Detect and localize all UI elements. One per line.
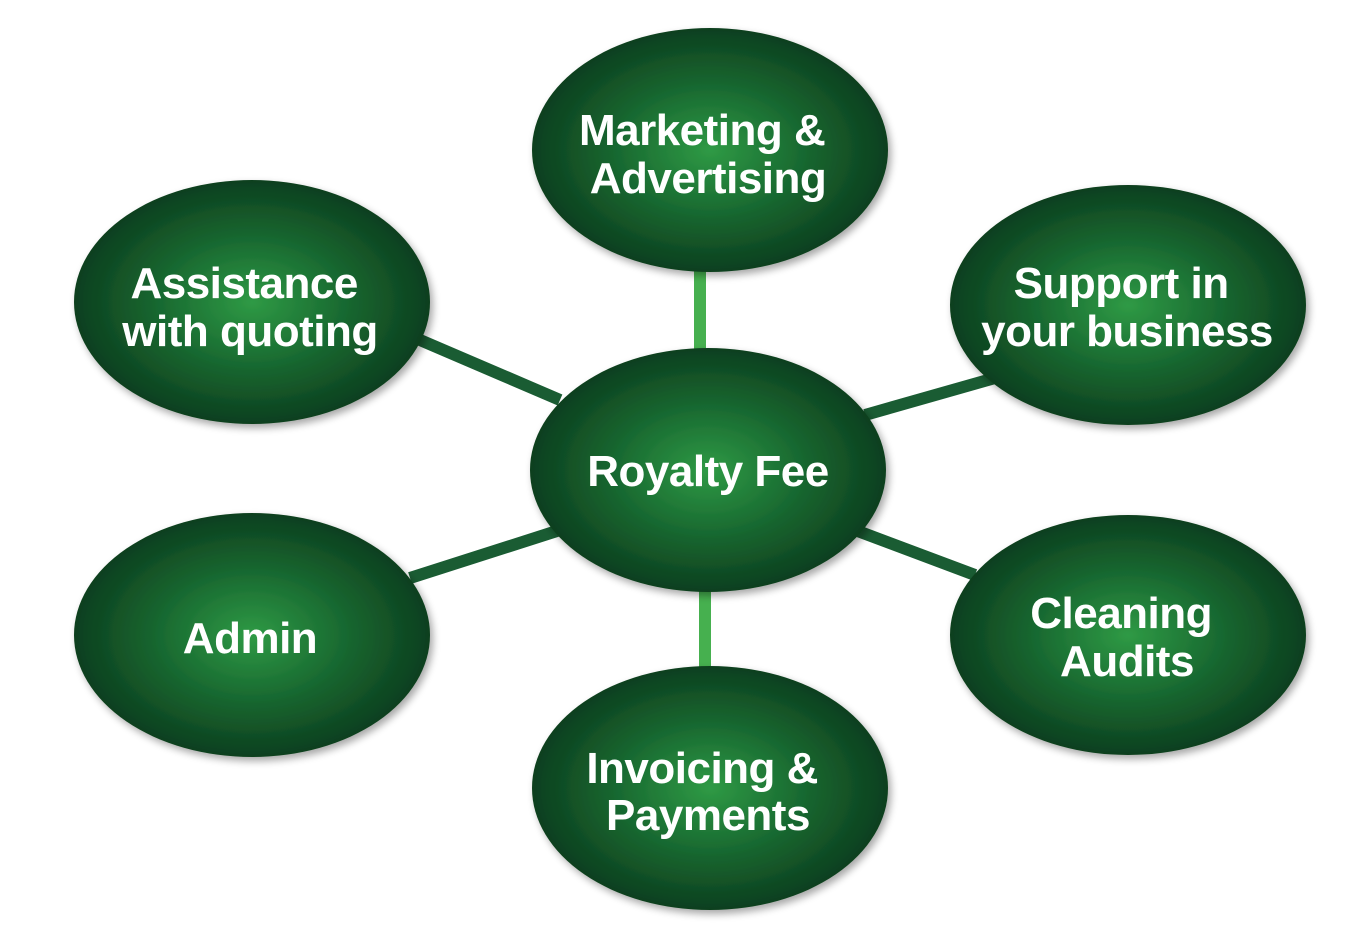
node-invoicing-label: Invoicing & Payments xyxy=(586,744,829,840)
node-support-label: Support in your business xyxy=(981,259,1273,356)
node-marketing: Marketing & Advertising xyxy=(532,28,888,272)
node-marketing-label: Marketing & Advertising xyxy=(579,106,837,203)
node-cleaning: Cleaning Audits xyxy=(950,515,1306,755)
node-invoicing: Invoicing & Payments xyxy=(532,666,888,910)
node-cleaning-label: Cleaning Audits xyxy=(1030,589,1224,686)
hub-royalty-fee-label: Royalty Fee xyxy=(587,447,828,496)
connector-admin xyxy=(408,524,562,584)
connector-lines xyxy=(408,265,997,670)
node-admin: Admin xyxy=(74,513,430,757)
node-admin-label: Admin xyxy=(183,614,317,663)
node-assistance: Assistance with quoting xyxy=(74,180,430,424)
connector-assistance xyxy=(417,334,563,406)
hub-royalty-fee: Royalty Fee xyxy=(530,348,886,592)
connector-support xyxy=(863,372,997,421)
node-assistance-label: Assistance with quoting xyxy=(121,259,377,356)
connector-cleaning xyxy=(852,524,978,581)
node-support: Support in your business xyxy=(950,185,1306,425)
